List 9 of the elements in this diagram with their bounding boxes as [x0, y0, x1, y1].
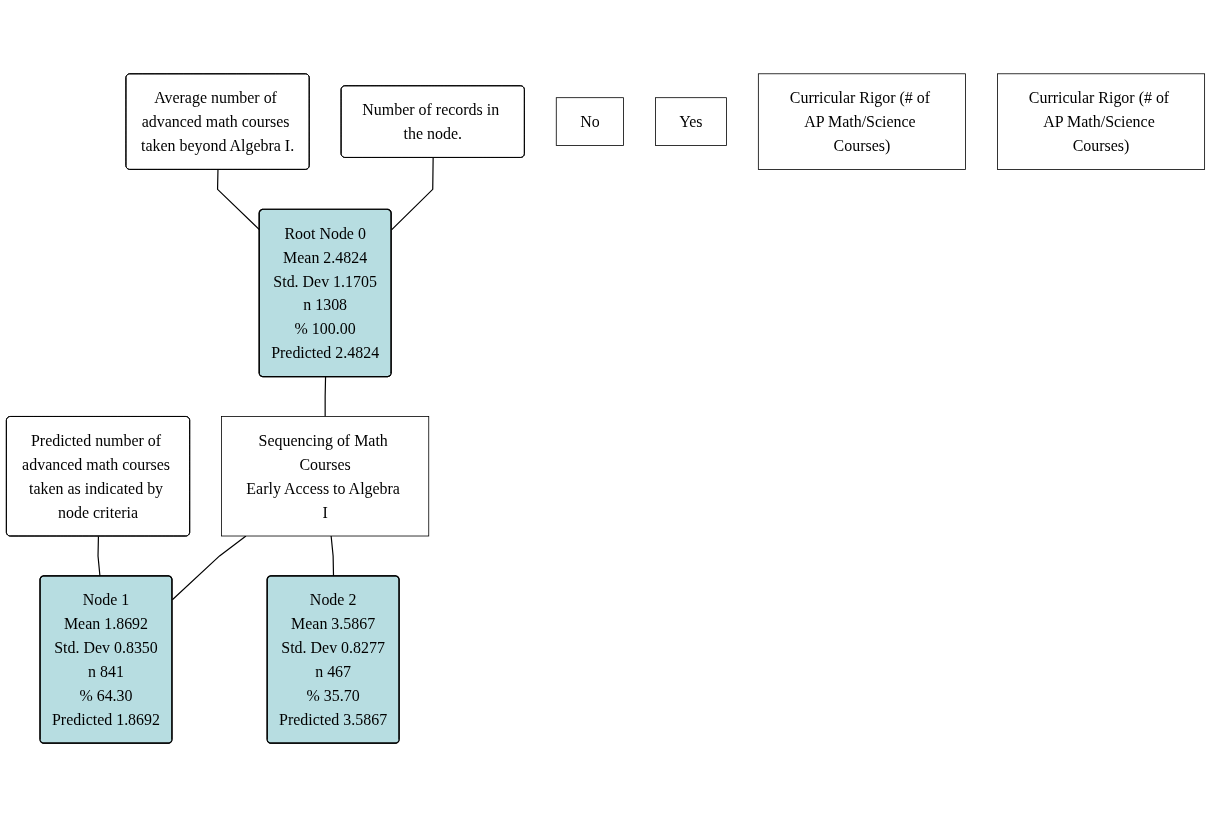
- connector: [324, 376, 327, 418]
- connector: [330, 535, 335, 577]
- connector: [97, 535, 101, 577]
- node-box: No: [555, 97, 624, 146]
- node-box: Yes: [655, 97, 727, 146]
- node-box: Curricular Rigor (# of AP Math/Science Courses): [997, 73, 1205, 170]
- connector: [171, 535, 247, 601]
- node-box: Curricular Rigor (# of AP Math/Science Courses): [757, 73, 966, 170]
- node-box: Sequencing of Math Courses Early Access to Algebra I: [221, 416, 430, 537]
